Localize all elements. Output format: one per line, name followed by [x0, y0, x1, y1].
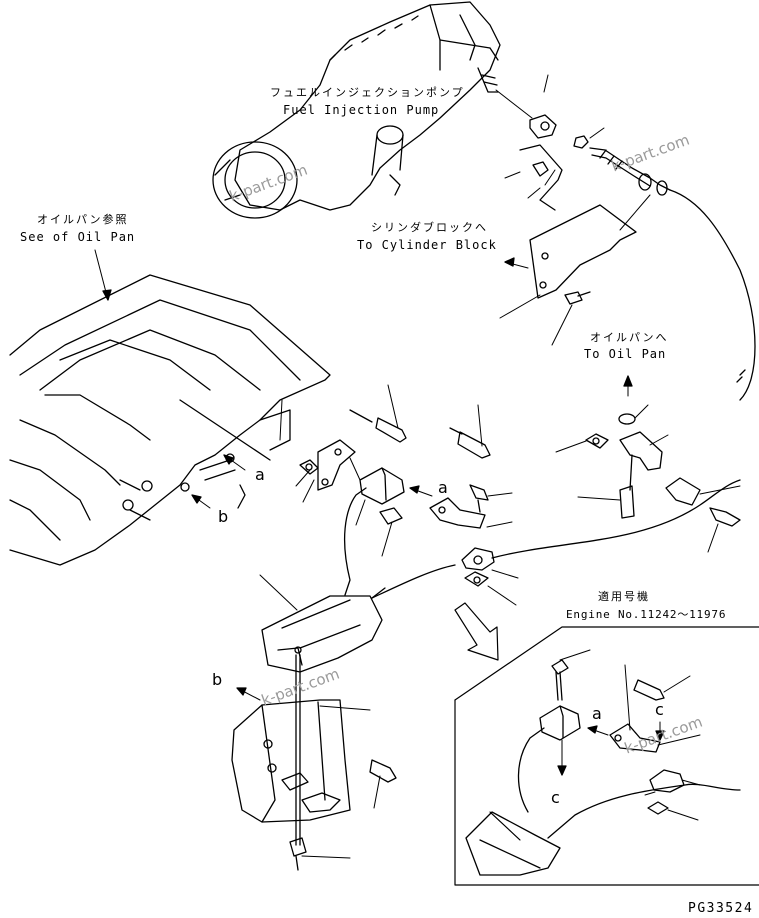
- cylinder-block-bracket: [499, 204, 637, 346]
- inset-frame-top: [454, 626, 759, 701]
- middle-brackets: [299, 409, 741, 599]
- controller-and-bracket: [231, 587, 397, 871]
- to-oil-pan-label-en: To Oil Pan: [584, 347, 667, 361]
- ref-letter-a-inset: a: [592, 704, 602, 723]
- drawing-code: PG33524: [688, 901, 754, 916]
- oil-pan-ref-label-jp: オイルパン参照: [37, 213, 129, 226]
- ref-letter-a-left: a: [255, 465, 265, 484]
- cylinder-block-label-en: To Cylinder Block: [357, 238, 497, 252]
- cable-end-parts: [519, 114, 756, 401]
- inset-parts: [465, 659, 741, 876]
- ref-letter-c-inset-lower: c: [551, 788, 560, 807]
- engine-number-label: Engine No.11242～11976: [566, 608, 727, 621]
- ref-letter-a-middle: a: [438, 478, 448, 497]
- cylinder-block-label-jp: シリンダブロックへ: [371, 221, 488, 234]
- oil-pan-side-bracket: [585, 375, 741, 527]
- applicable-models-label-jp: 適用号機: [598, 590, 650, 603]
- ref-letter-b-lower: b: [212, 670, 223, 689]
- ref-letter-b-left: b: [218, 507, 229, 526]
- fuel-pump-label-jp: フュエルインジェクションポンプ: [270, 86, 465, 99]
- fuel-pump-label-en: Fuel Injection Pump: [283, 103, 440, 117]
- fuel-injection-pump-drawing: [212, 1, 501, 219]
- inset-frame-bottom: [454, 699, 759, 886]
- oil-pan-drawing: [9, 274, 331, 566]
- ref-letter-c-inset-right: c: [655, 700, 664, 719]
- oil-pan-ref-label-en: See of Oil Pan: [20, 230, 136, 244]
- to-oil-pan-label-jp: オイルパンへ: [590, 331, 669, 344]
